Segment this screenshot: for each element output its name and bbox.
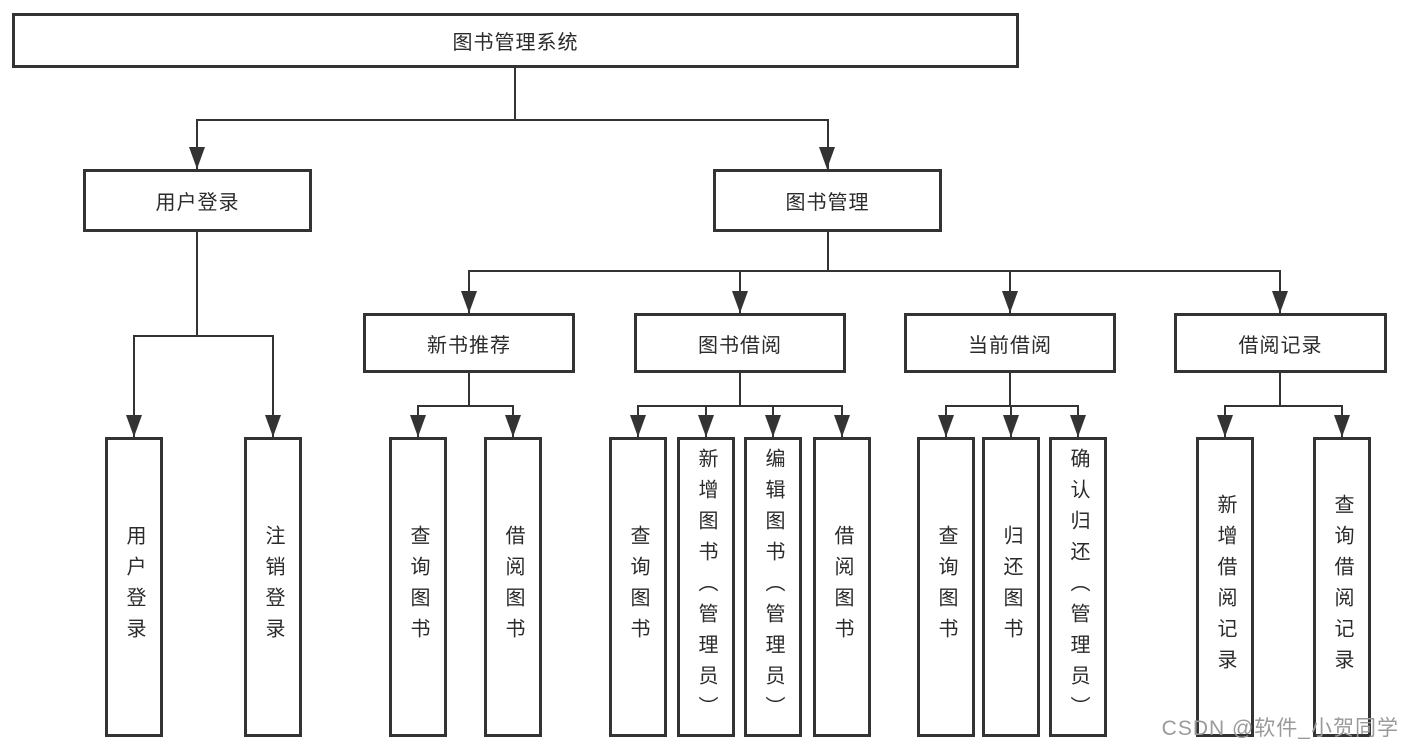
connector-line xyxy=(272,335,274,437)
node-label: 查询图书 xyxy=(935,525,957,649)
node-leaf-borrow-books-recommend: 借阅图书 xyxy=(484,437,542,737)
node-leaf-borrow-books: 借阅图书 xyxy=(813,437,871,737)
node-label: 图书管理 xyxy=(785,192,870,214)
node-new-book-recommendation: 新书推荐 xyxy=(363,313,575,373)
connector-line xyxy=(1224,405,1343,407)
node-leaf-add-books-admin: 新增图书（管理员） xyxy=(677,437,735,737)
node-label: 新增图书（管理员） xyxy=(695,447,717,727)
node-current-borrowing: 当前借阅 xyxy=(904,313,1116,373)
connector-line xyxy=(1279,371,1281,407)
node-label: 编辑图书（管理员） xyxy=(762,447,784,727)
arrow-down-icon xyxy=(505,415,521,437)
arrow-down-icon xyxy=(1334,415,1350,437)
connector-line xyxy=(133,335,274,337)
node-label: 借阅记录 xyxy=(1238,334,1323,357)
arrow-down-icon xyxy=(732,291,748,313)
arrow-down-icon xyxy=(126,415,142,437)
arrow-down-icon xyxy=(698,415,714,437)
arrow-down-icon xyxy=(819,147,835,169)
node-label: 用户登录 xyxy=(123,525,145,649)
node-label: 用户登录 xyxy=(155,192,240,214)
connector-line xyxy=(637,405,843,407)
arrow-down-icon xyxy=(265,415,281,437)
arrow-down-icon xyxy=(461,291,477,313)
arrow-down-icon xyxy=(1070,415,1086,437)
node-book-borrowing: 图书借阅 xyxy=(634,313,846,373)
node-label: 查询图书 xyxy=(407,525,429,649)
node-label: 新增借阅记录 xyxy=(1214,494,1236,680)
arrow-down-icon xyxy=(1003,415,1019,437)
csdn-watermark: CSDN @软件_小贺同学 xyxy=(1161,717,1399,740)
connector-line xyxy=(468,371,470,407)
arrow-down-icon xyxy=(189,147,205,169)
node-label: 借阅图书 xyxy=(502,525,524,649)
connector-line xyxy=(196,119,829,121)
node-leaf-confirm-return-admin: 确认归还（管理员） xyxy=(1049,437,1107,737)
arrow-down-icon xyxy=(1272,291,1288,313)
node-label: 归还图书 xyxy=(1000,525,1022,649)
node-label: 当前借阅 xyxy=(968,334,1052,357)
node-leaf-user-login: 用户登录 xyxy=(105,437,163,737)
arrow-down-icon xyxy=(765,415,781,437)
node-leaf-logout: 注销登录 xyxy=(244,437,302,737)
node-leaf-add-borrow-record: 新增借阅记录 xyxy=(1196,437,1254,737)
arrow-down-icon xyxy=(938,415,954,437)
arrow-down-icon xyxy=(834,415,850,437)
connector-line xyxy=(468,270,1281,272)
node-leaf-query-books-recommend: 查询图书 xyxy=(389,437,447,737)
connector-line xyxy=(196,230,198,337)
node-root-system: 图书管理系统 xyxy=(12,13,1019,68)
connector-line xyxy=(133,335,135,437)
node-leaf-edit-books-admin: 编辑图书（管理员） xyxy=(744,437,802,737)
node-user-login: 用户登录 xyxy=(83,169,312,232)
arrow-down-icon xyxy=(1002,291,1018,313)
node-label: 图书借阅 xyxy=(698,334,782,357)
connector-line xyxy=(945,405,1079,407)
node-label: 确认归还（管理员） xyxy=(1067,447,1089,727)
arrow-down-icon xyxy=(410,415,426,437)
node-label: 注销登录 xyxy=(262,525,284,649)
node-label: 图书管理系统 xyxy=(452,32,579,54)
node-label: 查询图书 xyxy=(627,525,649,649)
connector-line xyxy=(739,371,741,407)
connector-line xyxy=(514,66,516,121)
connector-line xyxy=(827,119,829,169)
node-borrowing-records: 借阅记录 xyxy=(1174,313,1387,373)
node-leaf-query-books-current: 查询图书 xyxy=(917,437,975,737)
connector-line xyxy=(1009,371,1011,407)
connector-line xyxy=(417,405,514,407)
node-leaf-query-borrow-record: 查询借阅记录 xyxy=(1313,437,1371,737)
node-label: 新书推荐 xyxy=(427,334,511,357)
node-leaf-return-books: 归还图书 xyxy=(982,437,1040,737)
node-leaf-query-books-borrow: 查询图书 xyxy=(609,437,667,737)
arrow-down-icon xyxy=(1217,415,1233,437)
connector-line xyxy=(196,119,198,169)
arrow-down-icon xyxy=(630,415,646,437)
node-book-management: 图书管理 xyxy=(713,169,942,232)
node-label: 查询借阅记录 xyxy=(1331,494,1353,680)
connector-line xyxy=(827,230,829,272)
node-label: 借阅图书 xyxy=(831,525,853,649)
